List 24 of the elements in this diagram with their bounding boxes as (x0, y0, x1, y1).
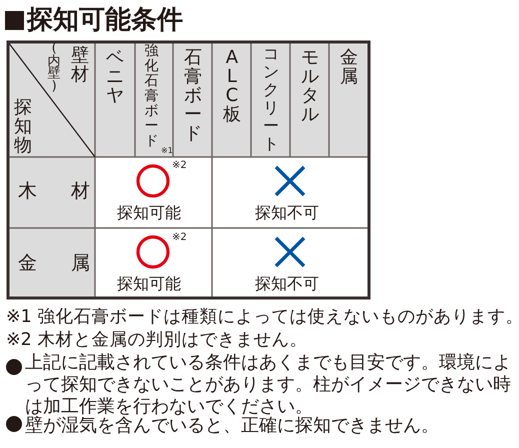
footnote: ※1 強化石膏ボードは種類によっては使えないものがあります。 (6, 306, 519, 328)
cell-text: 探知可能 (117, 203, 181, 224)
note: 壁が湿気を含んでいると、正確に探知できません。 (25, 415, 439, 437)
column-header: 強化石膏ボード (144, 44, 160, 149)
row-header: 金 属 (18, 251, 104, 276)
footnote-mark: ※2 (172, 232, 187, 243)
column-header: ALC板 (222, 48, 242, 124)
footnote-mark: ※1 (161, 146, 173, 155)
title: 探知可能条件 (27, 4, 183, 37)
footnote-mark: ※2 (172, 160, 187, 171)
column-header: コンクリート (262, 45, 280, 153)
cell-text: 探知可能 (117, 274, 181, 295)
column-header: ベニヤ (105, 48, 125, 105)
row-header: 木 材 (18, 179, 104, 204)
column-header: 石膏ボード (183, 48, 203, 143)
column-header: モルタル (300, 48, 320, 124)
row-header: 探知物 (13, 98, 33, 155)
column-header: 金属 (339, 48, 359, 86)
note: 上記に記載されている条件はあくまでも目安です。環境によって探知できないことがあります。柱がイメージできない時は加工作業を行わないでください。 (25, 352, 512, 417)
cell-text: 探知不可 (255, 274, 319, 295)
column-header: (内壁) (47, 43, 62, 93)
footnote: ※2 木材と金属の判別はできません。 (6, 329, 308, 351)
column-header: 壁材 (70, 46, 90, 84)
cell-text: 探知不可 (255, 203, 319, 224)
